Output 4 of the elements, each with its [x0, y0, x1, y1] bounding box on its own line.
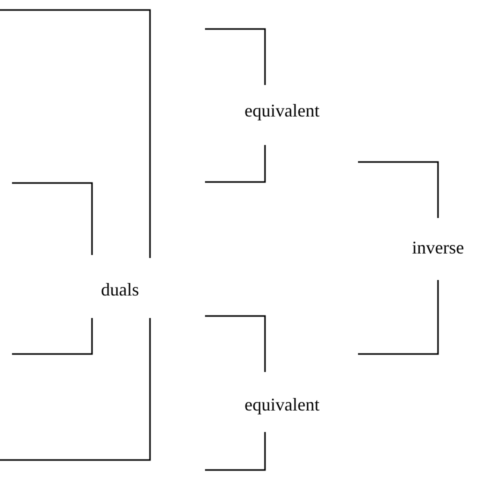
- bracket-label: duals: [101, 280, 139, 300]
- bracket-label: equivalent: [244, 394, 320, 416]
- bracket-label: equivalent: [244, 100, 320, 122]
- bracket-label: inverse: [412, 238, 464, 258]
